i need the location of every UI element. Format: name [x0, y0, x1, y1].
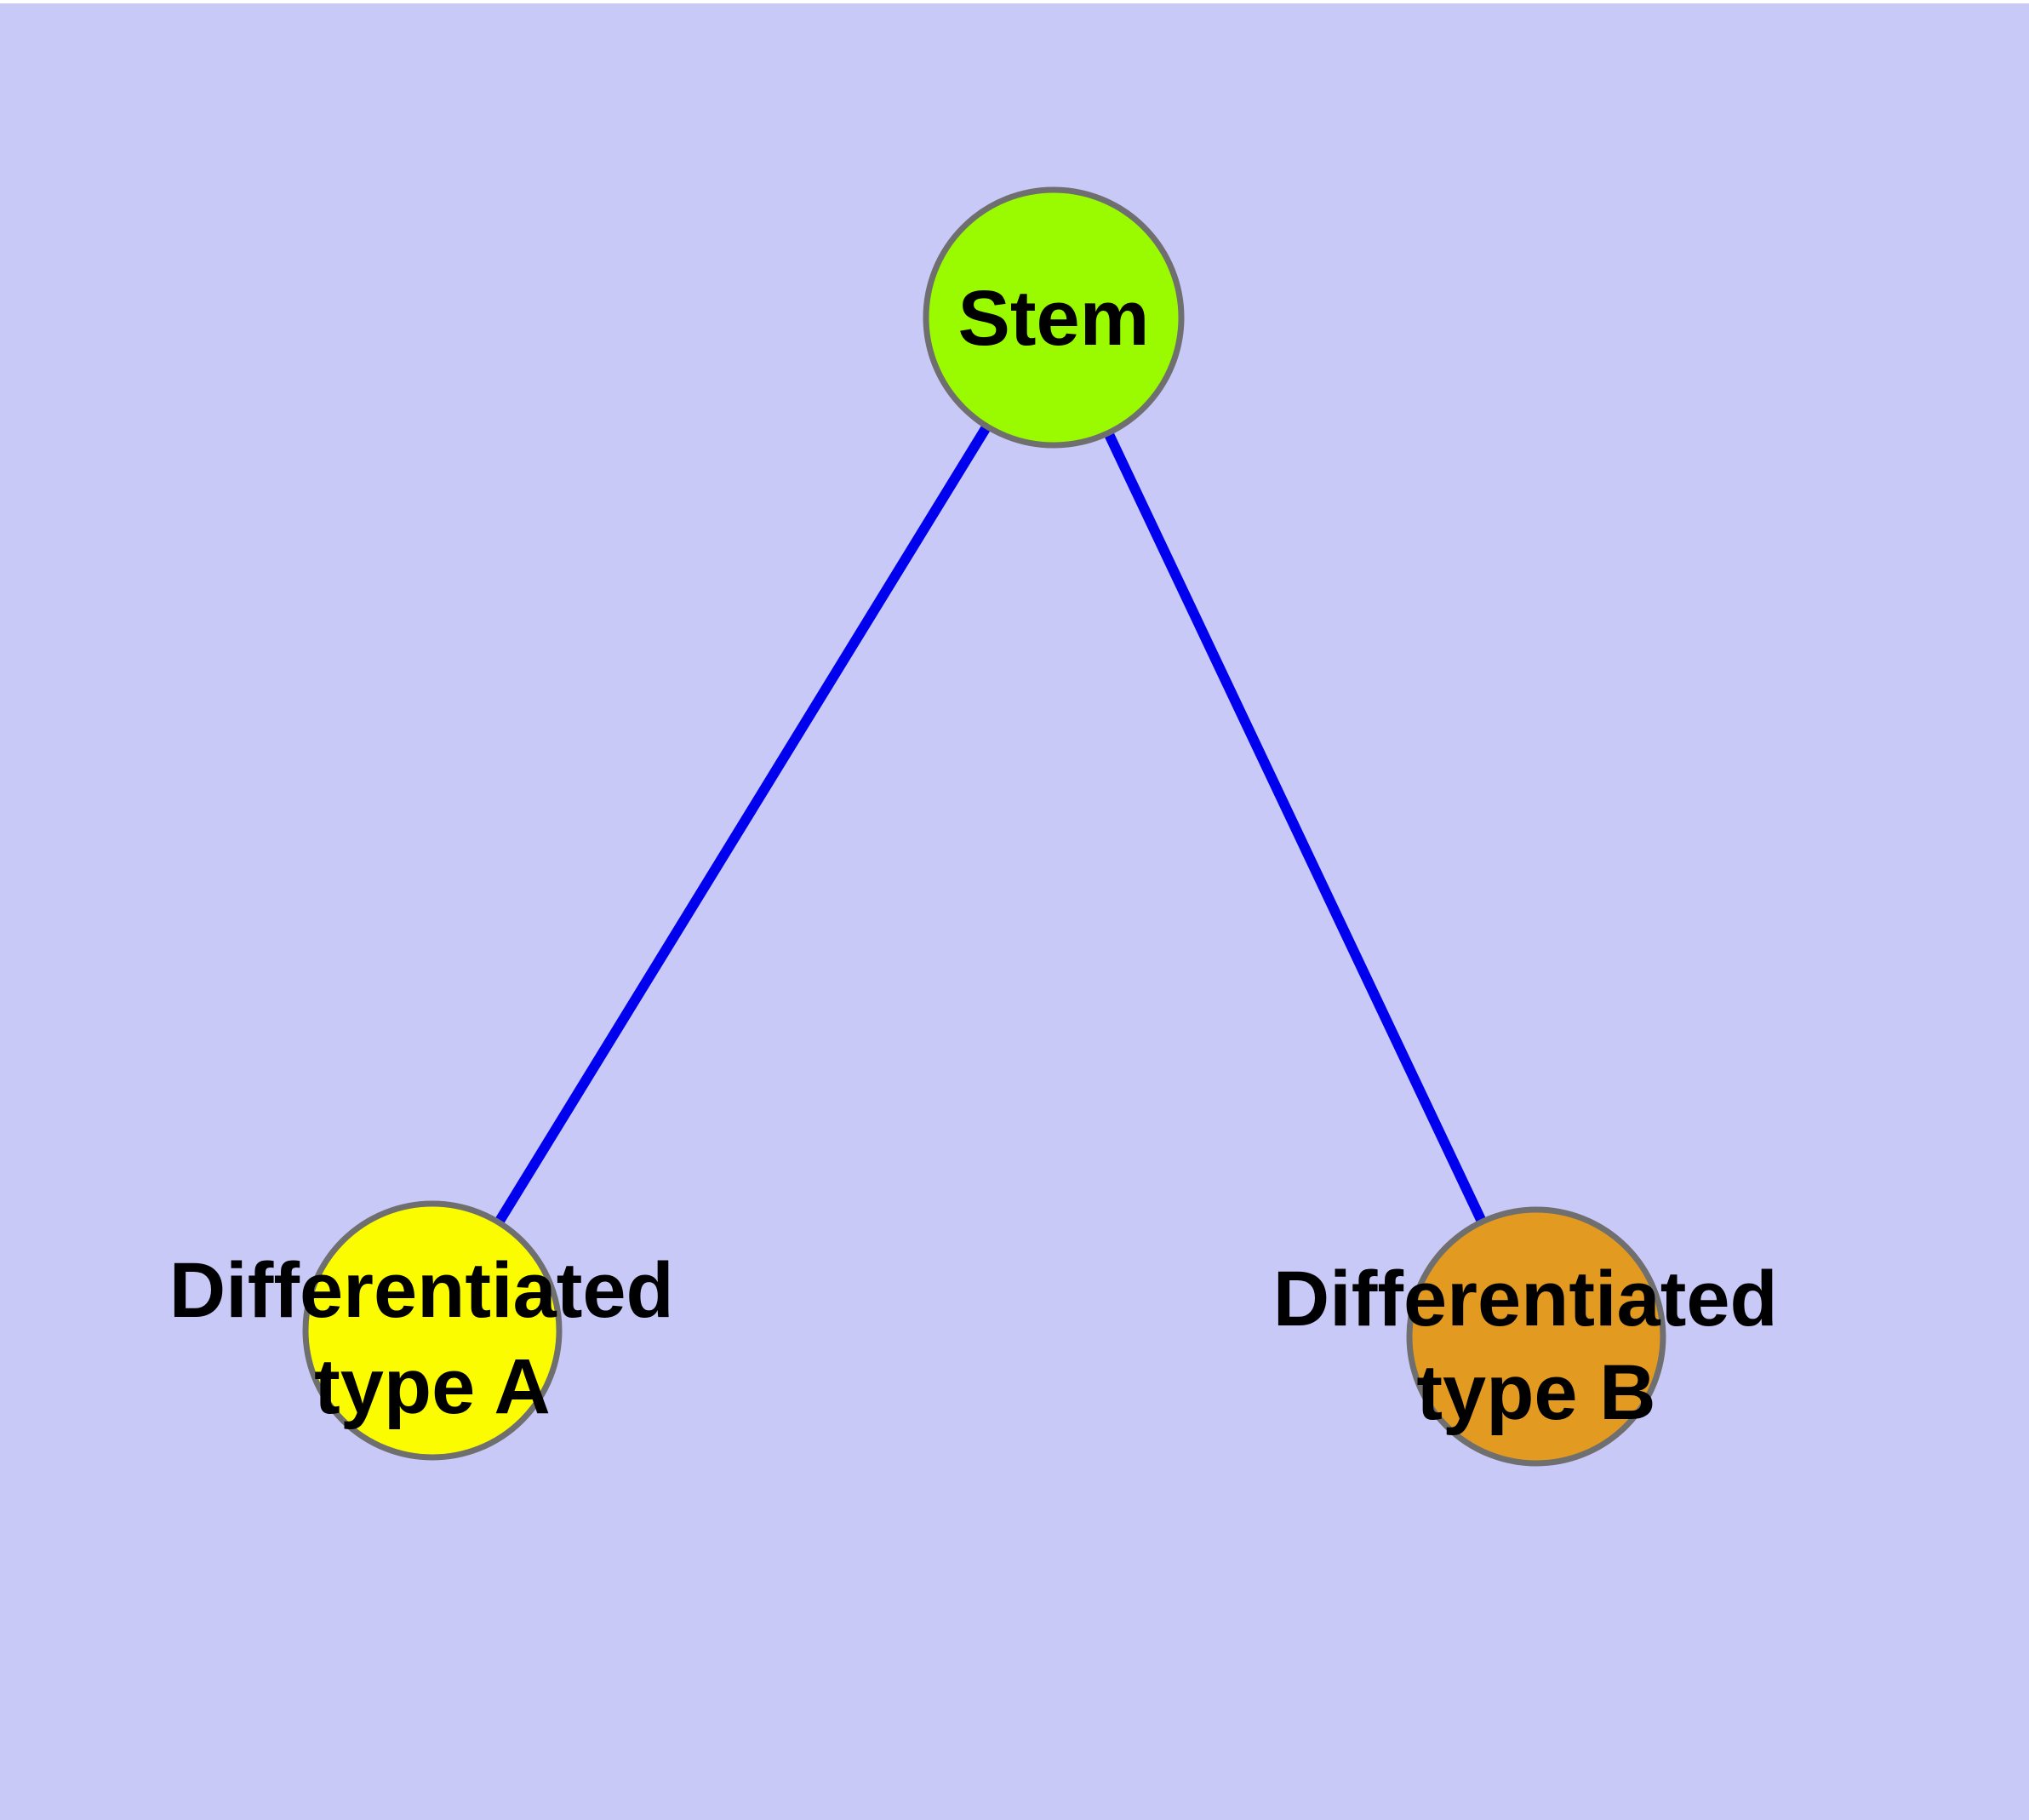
- edge-stem-to-type-a: [427, 314, 1059, 1334]
- node-type-a-circle: [302, 1200, 563, 1461]
- node-type-b-label-line-1: Differentiated: [1273, 1256, 1778, 1342]
- node-stem-label: Stem: [958, 275, 1150, 362]
- node-type-a-label: Differentiated type A: [169, 1247, 696, 1430]
- edge-stem-to-type-b: [1049, 315, 1541, 1339]
- node-type-a-label-line-1: Differentiated: [169, 1247, 674, 1334]
- node-type-b-label-line-2: type B: [1416, 1349, 1655, 1436]
- node-stem-circle: [923, 186, 1185, 449]
- node-type-b-label: Differentiated type B: [1273, 1256, 1800, 1436]
- node-type-a-label-line-2: type A: [314, 1343, 551, 1430]
- node-type-b-circle: [1406, 1206, 1666, 1467]
